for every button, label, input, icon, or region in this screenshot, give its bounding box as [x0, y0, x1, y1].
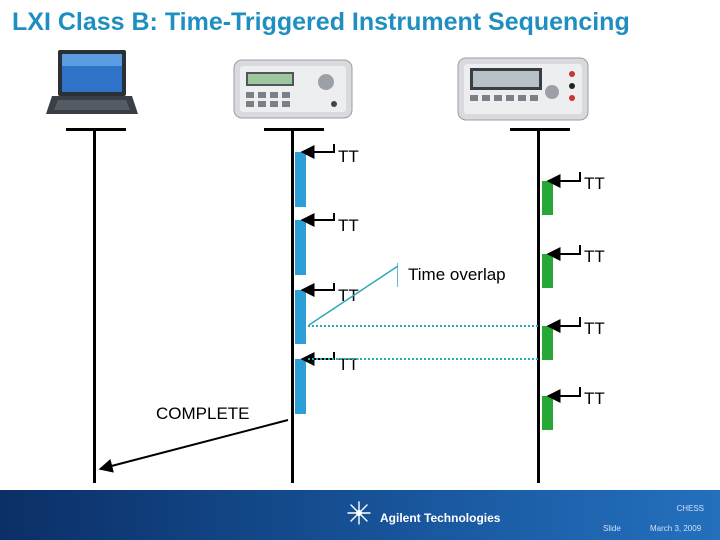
- date-label: March 3, 2009: [650, 524, 702, 533]
- complete-label: COMPLETE: [156, 404, 250, 423]
- agilent-spark-logo: [347, 501, 371, 525]
- trigger-label: TT: [338, 216, 359, 235]
- trigger-label: TT: [584, 247, 605, 266]
- meter-pulse-4: [542, 396, 553, 430]
- generator-pulse-3: [295, 290, 306, 344]
- meter-pulse-1: [542, 181, 553, 215]
- generator-pulse-4: [295, 359, 306, 414]
- trigger-label: TT: [584, 174, 605, 193]
- footer-bar: Agilent Technologies CHESS Slide March 3…: [0, 490, 720, 540]
- trigger-label: TT: [338, 147, 359, 166]
- page-title: LXI Class B: Time-Triggered Instrument S…: [12, 8, 630, 36]
- trigger-label: TT: [338, 355, 359, 374]
- sequencing-diagram: TT TT TT TT TT TT TT TT Time overlap COM…: [46, 50, 605, 483]
- meter-pulse-2: [542, 254, 553, 288]
- laptop-icon: [46, 50, 138, 114]
- meter-pulse-3: [542, 326, 553, 360]
- meter-trigger-arrow: [546, 172, 581, 403]
- time-overlap-label: Time overlap: [408, 265, 506, 284]
- generator-pulse-1: [295, 152, 306, 207]
- trigger-label: TT: [584, 319, 605, 338]
- trigger-label: TT: [584, 389, 605, 408]
- complete-arrow: [98, 419, 289, 473]
- function-generator-icon: [233, 59, 353, 119]
- slide-label: Slide: [603, 524, 621, 533]
- multimeter-icon: [457, 57, 589, 121]
- generator-pulse-2: [295, 220, 306, 275]
- brand-name: Agilent Technologies: [380, 511, 501, 525]
- callout-pointer: [308, 265, 399, 326]
- event-name: CHESS: [676, 504, 704, 513]
- trigger-label: TT: [338, 286, 359, 305]
